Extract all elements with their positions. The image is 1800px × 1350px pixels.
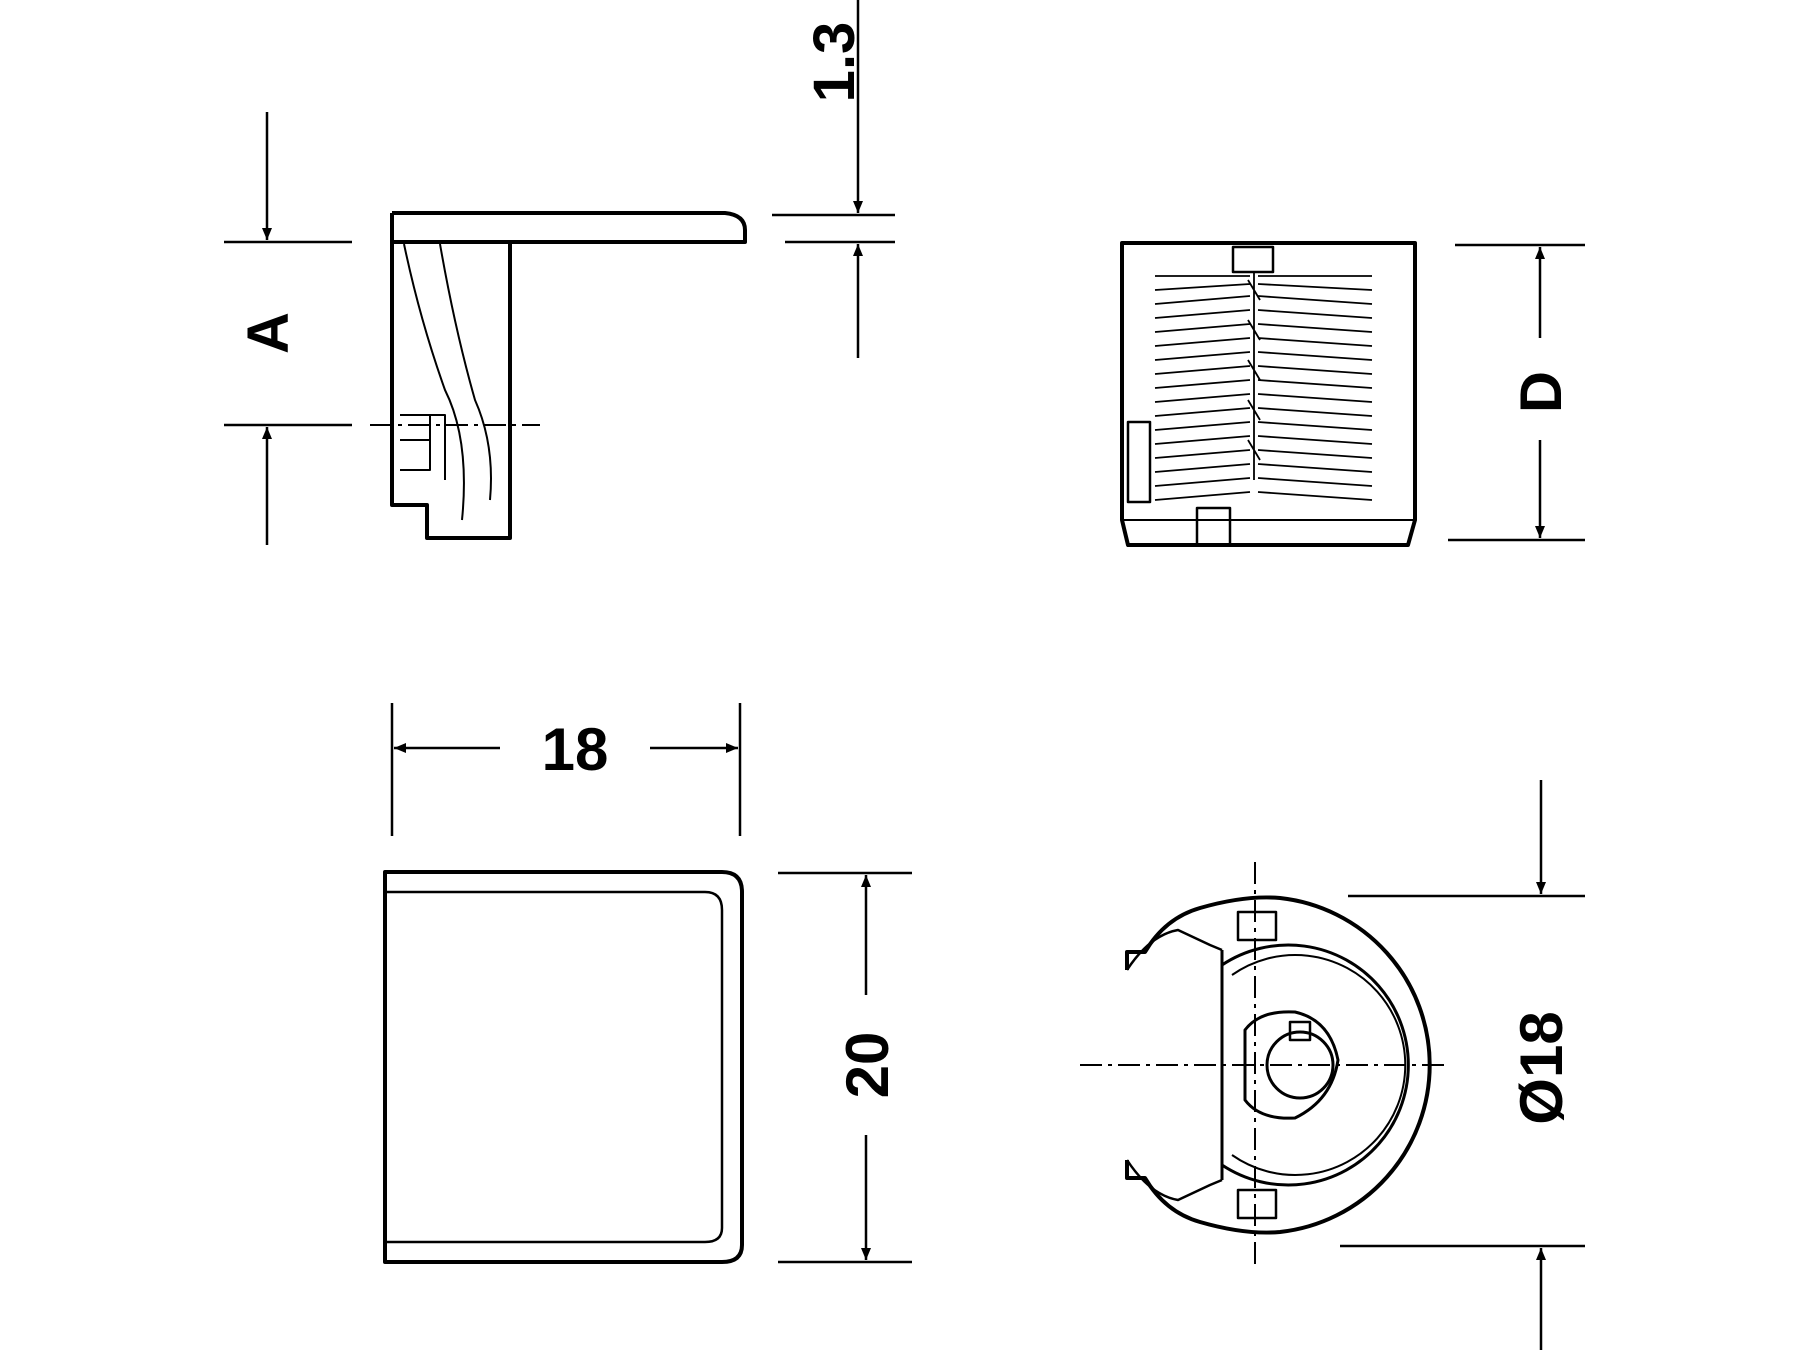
round-view-outer-inner bbox=[1125, 928, 1223, 1202]
top-view-inner bbox=[385, 890, 724, 1244]
top-view bbox=[383, 870, 744, 1264]
round-view-tab-bottom bbox=[1236, 1188, 1278, 1220]
side-view-body bbox=[390, 213, 512, 540]
side-view-ramp-1 bbox=[403, 243, 465, 521]
top-view-outline bbox=[383, 870, 744, 1264]
round-view-tab-top bbox=[1236, 910, 1278, 942]
round-view bbox=[1080, 862, 1448, 1265]
front-view-side-slot bbox=[1126, 420, 1152, 504]
side-view bbox=[370, 211, 747, 540]
dim-d-label: D bbox=[1509, 371, 1574, 413]
dimension-dia-18 bbox=[1340, 780, 1585, 1350]
dim-1-3-label: 1.3 bbox=[802, 22, 867, 103]
round-view-bore bbox=[1265, 1030, 1335, 1100]
front-view-bottom-tab bbox=[1195, 506, 1232, 547]
dim-20-label: 20 bbox=[834, 1032, 901, 1099]
dim-18-label: 18 bbox=[542, 716, 609, 783]
side-view-lip bbox=[392, 211, 747, 244]
side-view-notch bbox=[400, 414, 446, 480]
dimension-d bbox=[1448, 243, 1585, 542]
dimension-18 bbox=[390, 703, 742, 836]
dim-dia-18-label: Ø18 bbox=[1508, 1011, 1575, 1124]
dimension-1-3 bbox=[772, 0, 895, 358]
front-view bbox=[1120, 241, 1417, 547]
front-view-ribs bbox=[1154, 272, 1373, 501]
round-view-hub bbox=[1243, 1010, 1340, 1120]
front-view-top-tab bbox=[1231, 245, 1275, 274]
round-view-keyway bbox=[1288, 1020, 1312, 1042]
dim-a-label: A bbox=[236, 312, 301, 354]
dimension-a bbox=[224, 112, 352, 545]
dimension-20 bbox=[778, 871, 912, 1264]
side-view-ramp-2 bbox=[439, 243, 492, 501]
